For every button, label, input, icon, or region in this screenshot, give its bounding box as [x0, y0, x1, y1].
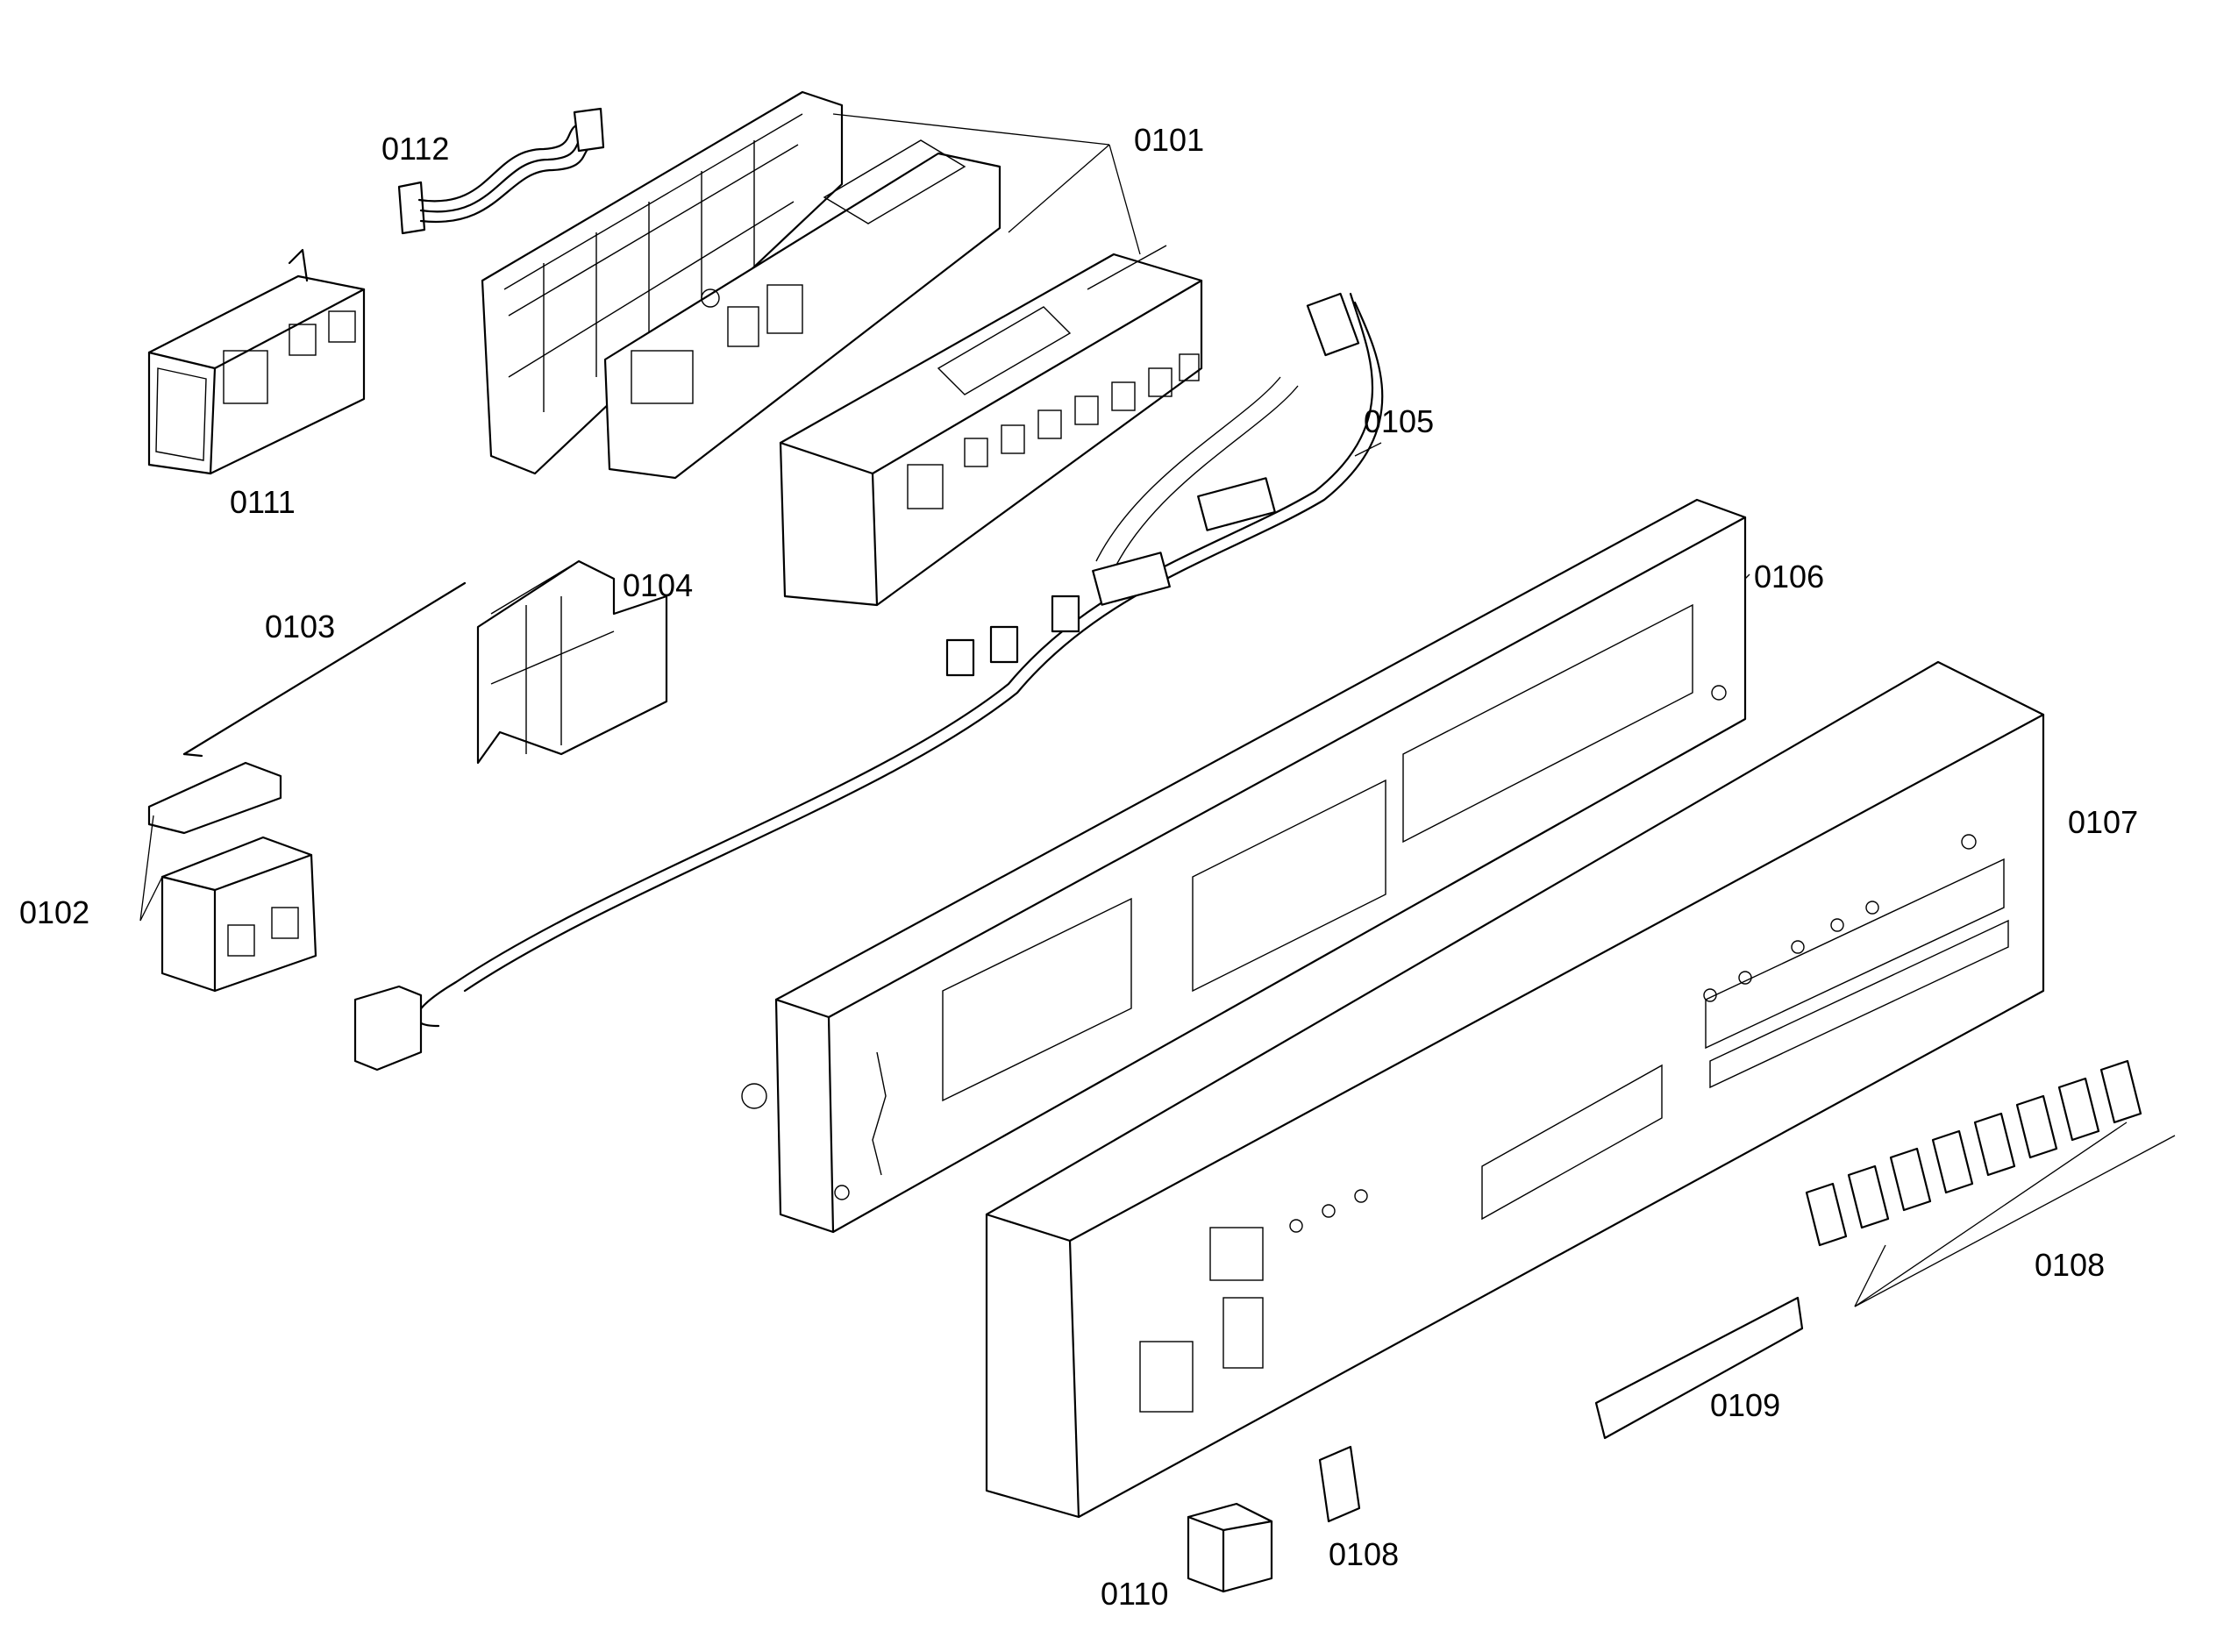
label-0102: 0102 — [19, 894, 89, 930]
label-0103: 0103 — [265, 609, 335, 644]
label-0109: 0109 — [1710, 1387, 1780, 1423]
label-0105: 0105 — [1364, 403, 1434, 439]
module-0111 — [147, 248, 366, 475]
label-0112: 0112 — [381, 131, 449, 167]
label-0106: 0106 — [1754, 559, 1824, 595]
wiring-harness-0105 — [353, 292, 1384, 1072]
knob-0110 — [1187, 1502, 1273, 1593]
label-0108-single: 0108 — [1329, 1536, 1399, 1572]
panel-frame-0106 — [741, 498, 1747, 1234]
label-0111: 0111 — [230, 484, 296, 520]
key-single-0108 — [1318, 1445, 1361, 1523]
part-labels: 0112 0101 0111 0105 0104 0103 0106 0102 … — [19, 122, 2138, 1612]
label-0110: 0110 — [1101, 1576, 1168, 1612]
label-0101: 0101 — [1134, 122, 1204, 158]
front-panel-0107 — [985, 660, 2045, 1519]
strip-0109 — [1594, 1296, 1804, 1440]
rod-0103 — [182, 581, 467, 756]
label-0107: 0107 — [2068, 804, 2138, 840]
rod-0103-hook — [182, 752, 203, 758]
label-0104: 0104 — [623, 567, 693, 603]
control-module-0101 — [481, 90, 1203, 607]
leader-lines — [139, 113, 2176, 1307]
keys-row-0108 — [1805, 1059, 2142, 1247]
ribbon-cable-0112 — [397, 107, 605, 235]
bracket-0104 — [476, 559, 668, 765]
label-0108-row: 0108 — [2035, 1247, 2105, 1283]
switch-assembly-0102 — [147, 761, 317, 993]
